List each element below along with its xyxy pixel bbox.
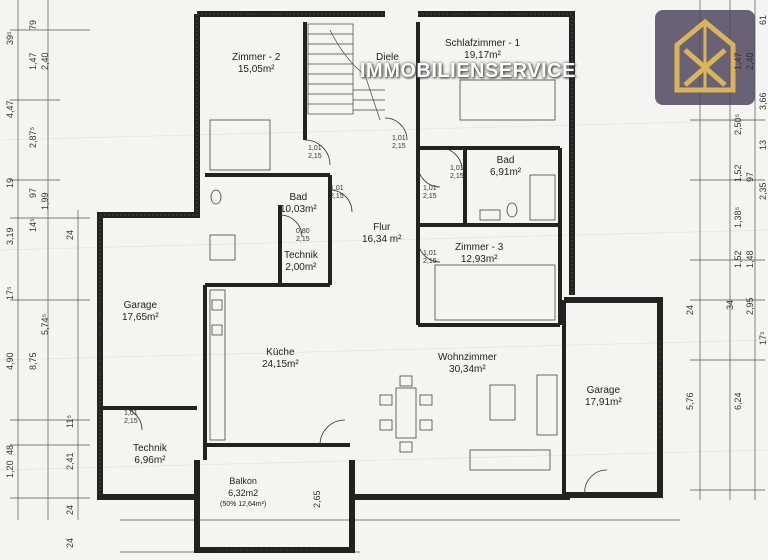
dimension-label: 2,41 [65, 452, 75, 470]
left-dimension-lines [10, 0, 90, 520]
dimension-label: 2,35 [758, 182, 768, 200]
dimension-label: 2,65 [312, 490, 322, 508]
dimension-label: 2,87⁵ [28, 126, 38, 148]
dimension-label: 39⁵ [5, 31, 15, 45]
fixtures [209, 79, 558, 471]
dimension-label: 61 [758, 14, 768, 25]
house-logo-icon [674, 18, 736, 93]
dimension-label: 34 [725, 299, 735, 310]
dimension-label: 1,52 [733, 250, 743, 268]
dimension-label: 2,40 [745, 52, 755, 70]
dimension-label: 5,76 [685, 392, 695, 410]
dimension-label: 4,47 [5, 100, 15, 118]
dimension-label: 3,66 [758, 92, 768, 110]
dimension-label: 5,74⁵ [40, 313, 50, 335]
dimension-label: 1,20 [5, 460, 15, 478]
dimension-label: 97 [28, 187, 38, 198]
windows [99, 13, 661, 551]
dimension-label: 17⁵ [758, 331, 768, 345]
dimension-label: 1,48 [745, 250, 755, 268]
dimension-label: 14⁵ [28, 218, 38, 232]
inner-walls [100, 22, 566, 495]
dimension-label: 8,75 [28, 352, 38, 370]
dimension-label: 2,50⁵ [733, 113, 743, 135]
dimension-label: 11⁵ [65, 414, 75, 428]
dimension-label: 19 [5, 177, 15, 188]
dimension-label: 1,47 [733, 52, 743, 70]
dimension-label: 2,40 [40, 52, 50, 70]
dimension-label: 24 [685, 304, 695, 315]
dimension-label: 6,24 [733, 392, 743, 410]
dimension-label: 17⁵ [5, 286, 15, 300]
dimension-label: 3,19 [5, 227, 15, 245]
dimension-label: 13 [758, 139, 768, 150]
staircase [307, 23, 385, 121]
dimension-label: 1,99 [40, 192, 50, 210]
door-swings [119, 117, 608, 496]
dimension-label: 79 [28, 19, 38, 30]
dimension-label: 24 [65, 504, 75, 515]
brand-name: IMMOBILIENSERVICE [360, 60, 576, 82]
wall-hatching [99, 13, 573, 497]
dimension-label: 4,90 [5, 352, 15, 370]
dimension-label: 1,38⁵ [733, 206, 743, 228]
dimension-label: 24 [65, 229, 75, 240]
dimension-label: 48 [5, 444, 15, 455]
dimension-label: 2,95 [745, 297, 755, 315]
outer-walls [97, 11, 663, 553]
company-logo [655, 10, 755, 105]
dimension-label: 97 [745, 171, 755, 182]
room-diele: Diele [376, 52, 399, 63]
paper-grid [0, 119, 768, 471]
dimension-label: 1,52 [733, 164, 743, 182]
dimension-label: 24 [65, 537, 75, 548]
dimension-label: 1,47 [28, 52, 38, 70]
